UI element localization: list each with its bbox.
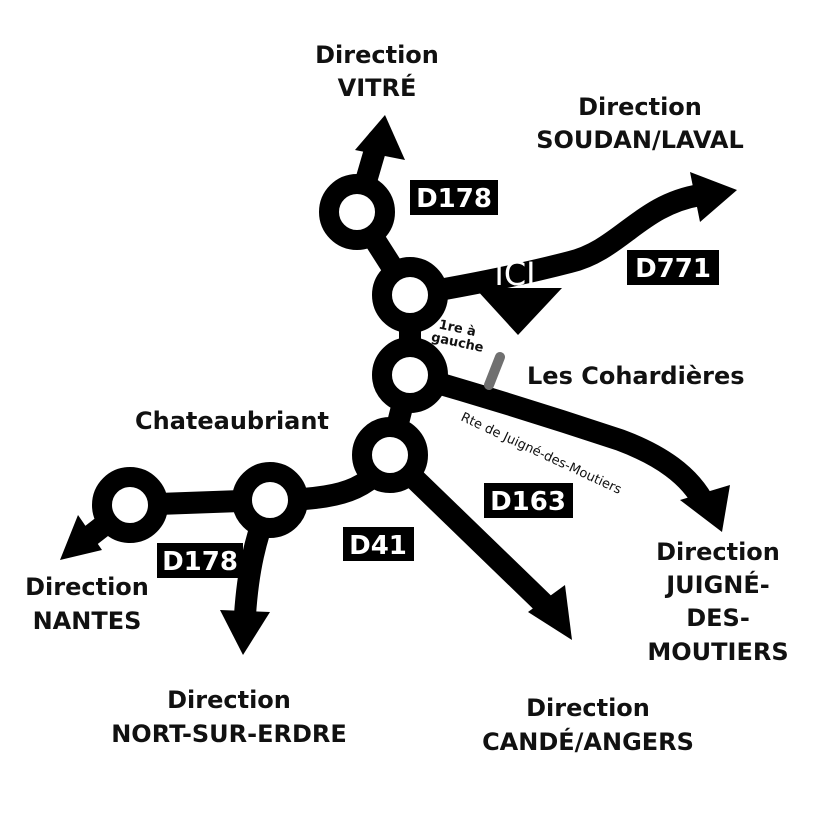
direction-label: JUIGNÉ- — [664, 570, 770, 599]
direction-label: VITRÉ — [338, 73, 417, 102]
roundabouts — [92, 174, 448, 543]
arrow-juigne-icon — [680, 485, 730, 532]
direction-label: Direction — [526, 694, 650, 722]
ici-label: ICI — [494, 255, 535, 293]
direction-label: SOUDAN/LAVAL — [536, 126, 744, 154]
direction-label: DES- — [686, 604, 750, 632]
direction-label: MOUTIERS — [647, 638, 788, 666]
direction-label: Direction — [656, 538, 780, 566]
label-d163: D163 — [490, 487, 566, 517]
road-labels: D178 D771 D163 D41 D178 — [157, 180, 719, 578]
roundabout — [232, 462, 308, 538]
arrow-soudan-icon — [690, 172, 737, 222]
direction-label: Direction — [167, 686, 291, 714]
road-juigne — [399, 364, 716, 516]
arrow-nort-icon — [220, 610, 270, 655]
arrowheads — [60, 115, 737, 655]
place-chateaubriant: Chateaubriant — [135, 407, 329, 435]
label-d771: D771 — [635, 254, 711, 284]
road-d771 — [399, 184, 711, 306]
direction-label: NORT-SUR-ERDRE — [111, 720, 347, 748]
label-d41: D41 — [349, 531, 407, 561]
place-cohardieres: Les Cohardières — [527, 362, 745, 390]
roundabout — [352, 417, 428, 493]
direction-label: Direction — [578, 93, 702, 121]
direction-label: CANDÉ/ANGERS — [482, 727, 694, 756]
ici-arrow-icon — [475, 288, 562, 335]
direction-label: NANTES — [33, 607, 142, 635]
roundabout — [319, 174, 395, 250]
direction-label: Direction — [315, 41, 439, 69]
direction-label: Direction — [25, 573, 149, 601]
arrow-cande-icon — [528, 585, 572, 640]
lane-marker — [484, 352, 505, 390]
label-d178-north: D178 — [416, 184, 492, 214]
arrow-vitre-icon — [355, 115, 405, 160]
direction-labels: Direction VITRÉ Direction SOUDAN/LAVAL D… — [25, 41, 789, 756]
roundabout — [372, 257, 448, 333]
arrow-nantes-icon — [60, 515, 102, 560]
road-link-1 — [346, 201, 421, 466]
roundabout — [92, 467, 168, 543]
roundabout — [372, 337, 448, 413]
label-d178-south: D178 — [162, 547, 238, 577]
